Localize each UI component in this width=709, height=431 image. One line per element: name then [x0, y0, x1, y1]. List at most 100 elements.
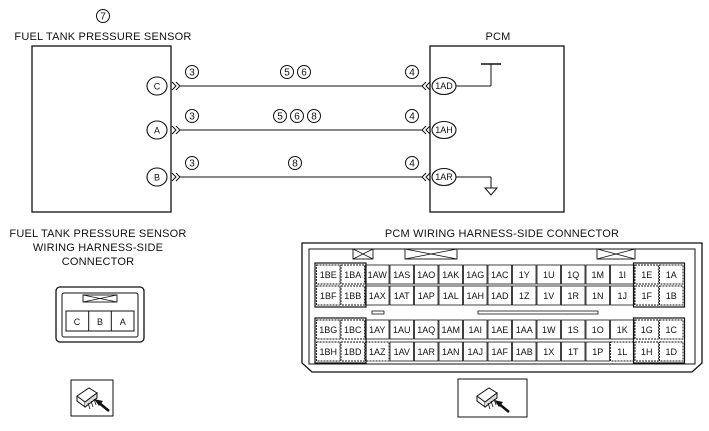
pcm-connector-pin-1ae: 1AE	[487, 319, 512, 340]
pcm-connector-pin-1ac: 1AC	[487, 264, 512, 285]
pcm-connector-pin-1c: 1C	[659, 319, 684, 340]
pcm-connector-pin-1bh: 1BH	[316, 341, 341, 362]
svg-text:1D: 1D	[665, 347, 677, 357]
connector-chevrons	[421, 172, 431, 182]
wire-route-number: 5	[284, 68, 290, 79]
connector-chevrons	[421, 125, 431, 135]
sensor-connector-title-line-2: WIRING HARNESS-SIDE	[33, 242, 163, 254]
pcm-connector-pin-1bc: 1BC	[340, 319, 365, 340]
pcm-connector-pin-1at: 1AT	[389, 285, 414, 306]
pcm-connector-pin-1t: 1T	[561, 341, 586, 362]
svg-text:1K: 1K	[617, 325, 628, 335]
wire-route-number: 5	[277, 112, 283, 123]
pcm-connector-pin-1am: 1AM	[438, 319, 463, 340]
svg-text:1I: 1I	[618, 270, 626, 280]
svg-text:1AM: 1AM	[441, 325, 460, 335]
svg-text:1B: 1B	[666, 291, 677, 301]
svg-text:1E: 1E	[641, 270, 652, 280]
pcm-connector-pin-1aw: 1AW	[365, 264, 390, 285]
connector-chevrons	[171, 172, 181, 182]
svg-text:1Z: 1Z	[519, 291, 530, 301]
sensor-pin-marker	[146, 120, 168, 140]
svg-text:1AO: 1AO	[417, 270, 435, 280]
svg-text:1AT: 1AT	[394, 291, 410, 301]
svg-text:1AL: 1AL	[443, 291, 459, 301]
sensor-pin-label: C	[154, 82, 161, 92]
svg-text:1AH: 1AH	[466, 291, 484, 301]
pcm-connector-pin-1af: 1AF	[487, 341, 512, 362]
svg-text:1BA: 1BA	[344, 270, 361, 280]
svg-text:1H: 1H	[641, 347, 653, 357]
svg-text:1BH: 1BH	[319, 347, 337, 357]
pcm-connector-pin-1b: 1B	[659, 285, 684, 306]
wire-connector-number-right: 4	[409, 112, 415, 123]
svg-text:1AW: 1AW	[368, 270, 388, 280]
pcm-connector-pin-1a: 1A	[659, 264, 684, 285]
svg-text:1S: 1S	[568, 325, 579, 335]
svg-text:1Y: 1Y	[519, 270, 530, 280]
connector-chevrons	[171, 81, 181, 91]
pcm-pin-label: 1AH	[435, 125, 453, 135]
svg-text:1AC: 1AC	[491, 270, 509, 280]
pcm-connector-pin-1o: 1O	[585, 319, 610, 340]
svg-text:1AA: 1AA	[516, 325, 533, 335]
pcm-connector-pin-1j: 1J	[610, 285, 635, 306]
sensor-pin-marker	[146, 167, 168, 187]
pcm-connector-pin-1bg: 1BG	[316, 319, 341, 340]
svg-text:1W: 1W	[542, 325, 556, 335]
pcm-connector-pin-1bb: 1BB	[340, 285, 365, 306]
pcm-connector-pin-1an: 1AN	[438, 341, 463, 362]
wire-connector-number-right: 4	[409, 68, 415, 79]
pcm-connector-pin-1au: 1AU	[389, 319, 414, 340]
wire-route-number: 6	[294, 112, 300, 123]
pcm-connector-pin-1g: 1G	[634, 319, 659, 340]
svg-text:1A: 1A	[666, 270, 677, 280]
pcm-connector-pin-1w: 1W	[536, 319, 561, 340]
pcm-connector-pin-1l: 1L	[610, 341, 635, 362]
svg-text:1AX: 1AX	[369, 291, 386, 301]
svg-text:1BG: 1BG	[319, 325, 337, 335]
pcm-connector-pin-1p: 1P	[585, 341, 610, 362]
pcm-connector-pin-1s: 1S	[561, 319, 586, 340]
svg-text:1AP: 1AP	[418, 291, 435, 301]
pcm-connector-pin-1ap: 1AP	[414, 285, 439, 306]
svg-text:1BD: 1BD	[344, 347, 362, 357]
svg-text:1V: 1V	[543, 291, 554, 301]
pcm-connector-latch-right	[596, 248, 636, 260]
pcm-connector-pin-1ar: 1AR	[414, 341, 439, 362]
sensor-connector-title-line-3: CONNECTOR	[62, 256, 135, 268]
sensor-connector-pin-b: B	[97, 317, 103, 327]
svg-text:1L: 1L	[617, 347, 627, 357]
svg-text:1BE: 1BE	[320, 270, 337, 280]
svg-text:1P: 1P	[592, 347, 603, 357]
svg-text:1AV: 1AV	[394, 347, 410, 357]
pcm-pin-label: 1AR	[435, 172, 453, 182]
svg-text:1T: 1T	[568, 347, 579, 357]
svg-text:1AN: 1AN	[442, 347, 460, 357]
pcm-connector-pin-1ad: 1AD	[487, 285, 512, 306]
pcm-connector-pin-1av: 1AV	[389, 341, 414, 362]
svg-text:1AI: 1AI	[468, 325, 482, 335]
pcm-box	[429, 45, 565, 213]
pcm-connector-pin-1ab: 1AB	[512, 341, 537, 362]
pcm-connector-pin-1q: 1Q	[561, 264, 586, 285]
pcm-connector-title: PCM WIRING HARNESS-SIDE CONNECTOR	[385, 228, 619, 240]
wire-connector-number-right: 4	[409, 159, 415, 170]
svg-text:1C: 1C	[665, 325, 677, 335]
pcm-connector-pin-1ag: 1AG	[463, 264, 488, 285]
svg-text:1AY: 1AY	[369, 325, 385, 335]
pcm-connector-view-icon	[457, 378, 528, 418]
pcm-connector-pin-block	[314, 262, 367, 308]
pcm-connector-pin-1e: 1E	[634, 264, 659, 285]
pcm-connector-pin-1ao: 1AO	[414, 264, 439, 285]
wire-route-number: 8	[292, 159, 298, 170]
svg-text:1J: 1J	[617, 291, 627, 301]
pcm-connector-pin-block	[632, 262, 686, 308]
svg-text:1AG: 1AG	[466, 270, 484, 280]
pcm-connector-latch-left	[352, 248, 374, 260]
connector-view-icon	[70, 379, 114, 417]
svg-text:1AJ: 1AJ	[467, 347, 483, 357]
